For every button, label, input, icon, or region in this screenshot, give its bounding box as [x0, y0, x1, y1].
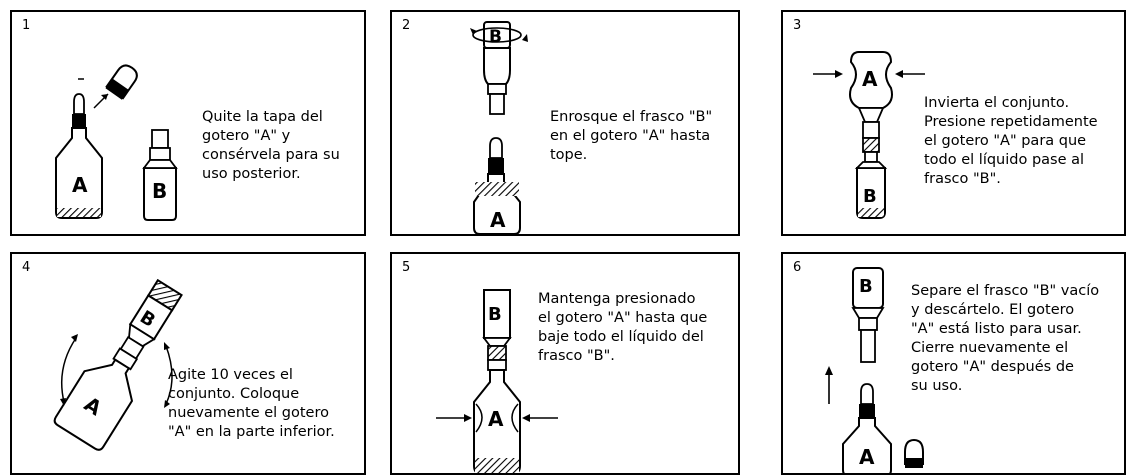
screw-bottle-illustration: B A [470, 21, 528, 234]
shake-arrow-icon [61, 337, 77, 403]
bottle-b-label: B [863, 186, 877, 207]
step-number: 1 [22, 18, 31, 33]
step-1-instructions: Quite la tapa del gotero "A" y consérvel… [202, 109, 340, 182]
step-1-panel: 1 A B Quite la tapa del gotero "A" y con… [10, 10, 366, 236]
step-5-panel: 5 B A Mantenga presionado el gotero "A" … [390, 252, 740, 475]
bottle-b-label: B [152, 179, 167, 203]
bottle-b-label: B [488, 304, 502, 325]
step-number: 6 [793, 260, 802, 275]
step-4-panel: 4 B A Agite 10 veces el conjunto. Coloqu… [10, 252, 366, 475]
bottle-a-label: A [490, 208, 506, 232]
invert-squeeze-illustration: A B [813, 51, 925, 219]
step-2-panel: 2 B A Enrosque el frasco "B" en el goter… [390, 10, 740, 236]
bottle-a-label: A [859, 445, 875, 469]
dropper-cap-icon [105, 64, 138, 100]
shake-illustration: B A [53, 278, 183, 451]
step-3-instructions: Invierta el conjunto. Presione repetidam… [924, 95, 1098, 187]
bottle-b-label: B [489, 27, 502, 47]
step-6-panel: 6 B A Separe el frasco "B" vacío y descá… [781, 252, 1126, 475]
step-5-instructions: Mantenga presionado el gotero "A" hasta … [538, 291, 708, 364]
remove-cap-illustration: A B [55, 64, 178, 221]
step-number: 2 [402, 18, 411, 33]
step-number: 3 [793, 18, 802, 33]
bottle-b-label: B [859, 276, 873, 297]
step-number: 5 [402, 260, 411, 275]
step-3-panel: 3 A B Invierta el conjunto. Presione rep… [781, 10, 1126, 236]
separate-bottle-illustration: B A [825, 267, 924, 473]
step-4-instructions: Agite 10 veces el conjunto. Coloque nuev… [168, 367, 335, 440]
step-number: 4 [22, 260, 31, 275]
bottle-a-label: A [72, 173, 88, 197]
step-6-instructions: Separe el frasco "B" vacío y descártelo.… [911, 283, 1100, 394]
bottle-a-label: A [862, 67, 878, 91]
press-dropper-illustration: B A [436, 289, 558, 473]
bottle-a-label: A [488, 407, 504, 431]
step-2-instructions: Enrosque el frasco "B" en el gotero "A" … [550, 109, 713, 163]
